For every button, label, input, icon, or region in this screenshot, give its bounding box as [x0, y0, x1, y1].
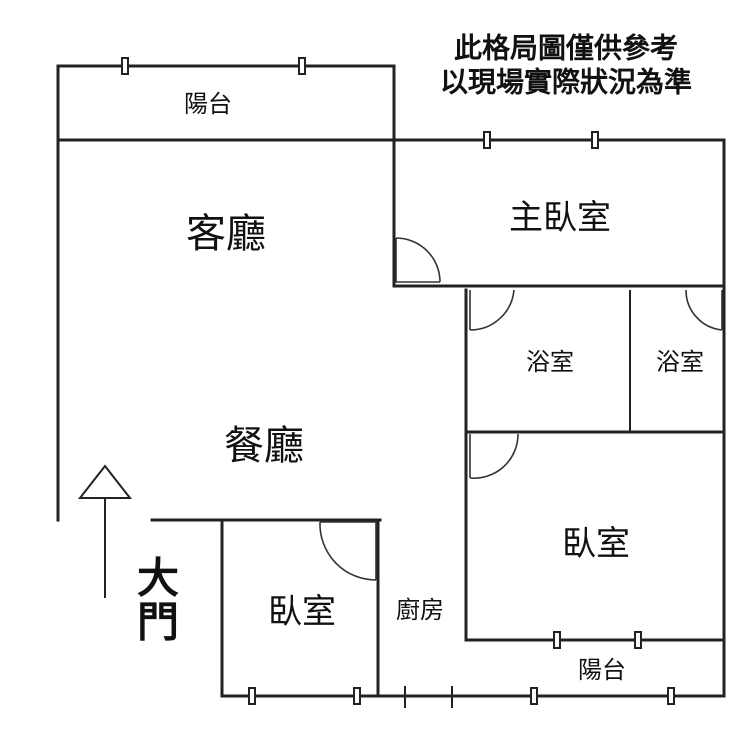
room-label-bedroom-left: 臥室: [268, 592, 336, 632]
room-label-bathroom-1: 浴室: [526, 348, 574, 376]
window-marker: [667, 687, 675, 705]
window-marker: [248, 687, 256, 705]
room-label-balcony-top: 陽台: [184, 90, 232, 118]
window-marker: [353, 687, 361, 705]
walls: [56, 64, 726, 698]
notice-line-2: 以現場實際狀況為準: [440, 66, 692, 99]
entrance-arrow-icon: [77, 464, 133, 598]
room-label-dining-room: 餐廳: [224, 423, 304, 469]
room-label-living-room: 客廳: [186, 211, 266, 257]
room-label-balcony-bottom: 陽台: [578, 656, 626, 684]
window-marker: [483, 131, 491, 149]
doors: [319, 237, 723, 581]
balcony-top-wall: [56, 64, 396, 142]
window-marker: [298, 57, 306, 75]
window-marker: [553, 631, 561, 649]
window-marker: [121, 57, 129, 75]
notice-line-1: 此格局圖僅供參考: [454, 32, 678, 65]
room-label-bathroom-2: 浴室: [656, 348, 704, 376]
entrance-label-2: 門: [137, 598, 179, 647]
master-door-icon: [395, 237, 441, 283]
window-marker: [591, 131, 599, 149]
bath2-door-icon: [685, 289, 723, 331]
window-marker: [530, 687, 538, 705]
entrance-label-1: 大: [137, 554, 179, 603]
room-label-bedroom-right: 臥室: [562, 524, 630, 564]
bath1-door-icon: [469, 289, 515, 331]
room-label-kitchen: 廚房: [396, 596, 444, 624]
room-label-master-bedroom: 主臥室: [509, 198, 611, 238]
bedroom-right-door-icon: [469, 433, 519, 479]
bedroom-left-door-icon: [319, 521, 377, 581]
windows: [121, 57, 675, 708]
window-marker: [634, 631, 642, 649]
